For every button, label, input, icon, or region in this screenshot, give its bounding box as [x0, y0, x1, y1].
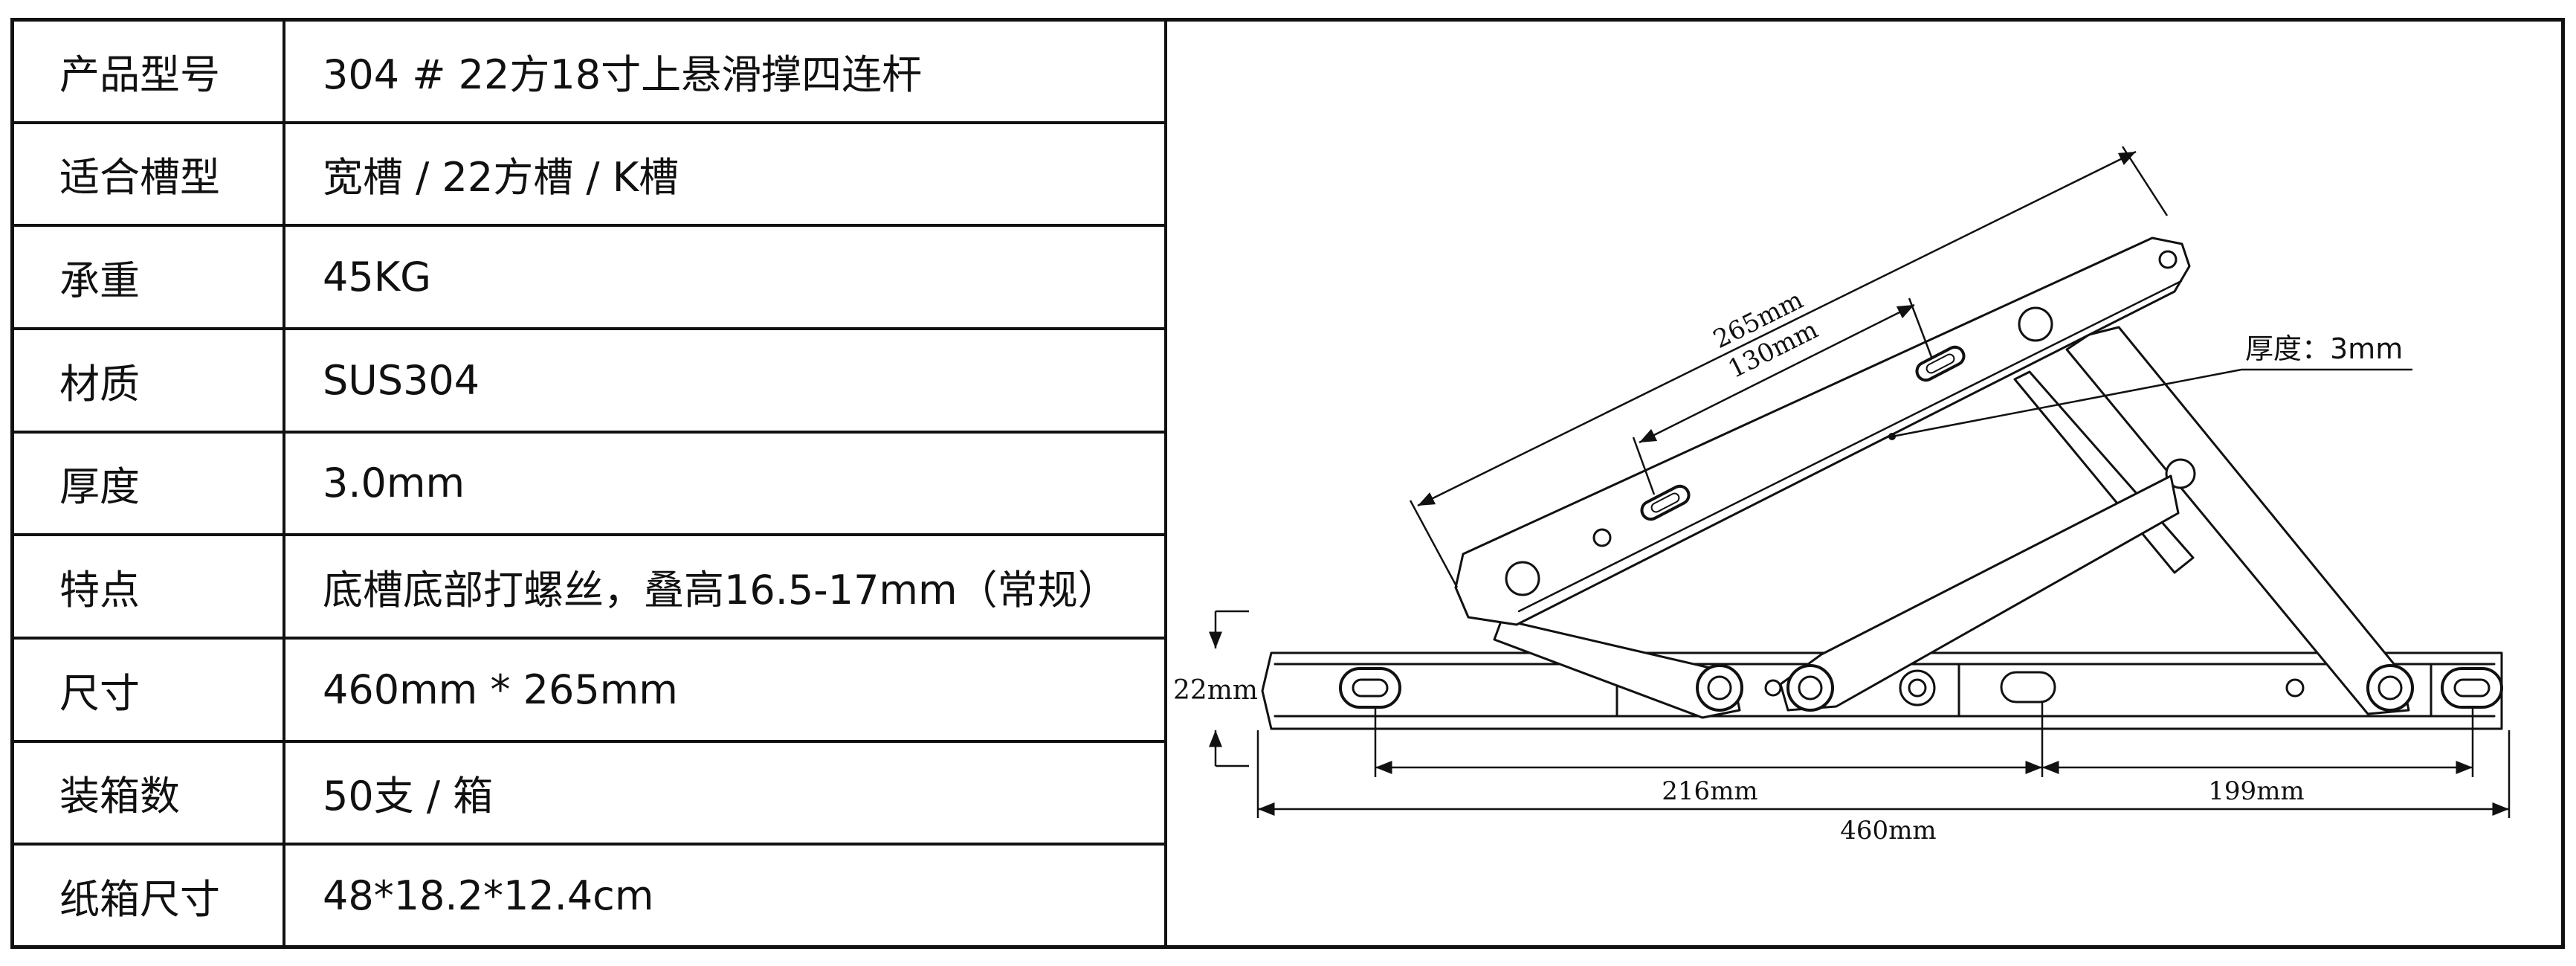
spec-label: 承重 — [10, 224, 285, 330]
table-row: 纸箱尺寸 48*18.2*12.4cm — [10, 843, 1167, 949]
spec-value: SUS304 — [283, 326, 1167, 434]
spec-value: 底槽底部打螺丝，叠高16.5-17mm（常规） — [283, 533, 1167, 640]
dimension-lines — [1209, 146, 2511, 818]
spec-value: 48*18.2*12.4cm — [283, 843, 1167, 949]
spec-label: 尺寸 — [10, 636, 285, 743]
spec-label: 产品型号 — [10, 18, 285, 124]
short-link-left — [1493, 618, 1743, 719]
spec-value: 50支 / 箱 — [283, 739, 1167, 846]
table-row: 厚度 3.0mm — [10, 430, 1167, 537]
spec-label: 材质 — [10, 326, 285, 434]
table-row: 适合槽型 宽槽 / 22方槽 / K槽 — [10, 120, 1167, 228]
spec-label: 纸箱尺寸 — [10, 843, 285, 949]
spec-value: 45KG — [283, 224, 1167, 330]
table-row: 产品型号 304 # 22方18寸上悬滑撑四连杆 — [10, 18, 1167, 124]
spec-value: 3.0mm — [283, 430, 1167, 537]
dim-left-span-label: 216mm — [1662, 776, 1757, 806]
table-row: 尺寸 460mm * 265mm — [10, 636, 1167, 743]
table-row: 特点 底槽底部打螺丝，叠高16.5-17mm（常规） — [10, 533, 1167, 640]
spec-label: 特点 — [10, 533, 285, 640]
spec-value: 宽槽 / 22方槽 / K槽 — [283, 120, 1167, 228]
spec-value: 460mm * 265mm — [283, 636, 1167, 743]
thickness-note: 厚度：3mm — [2245, 332, 2403, 365]
technical-drawing: 265mm 130mm 22mm 216mm 199mm 460mm 厚度：3m… — [1167, 18, 2565, 949]
table-row: 材质 SUS304 — [10, 326, 1167, 434]
spec-label: 装箱数 — [10, 739, 285, 846]
dim-right-span-label: 199mm — [2208, 776, 2304, 806]
spec-label: 适合槽型 — [10, 120, 285, 228]
thickness-leader-dot — [1888, 433, 1896, 440]
dim-height-label: 22mm — [1173, 675, 1258, 706]
spec-label: 厚度 — [10, 430, 285, 537]
spec-table: 产品型号 304 # 22方18寸上悬滑撑四连杆 适合槽型 宽槽 / 22方槽 … — [10, 18, 1167, 949]
hinge-drawing-svg: 265mm 130mm 22mm 216mm 199mm 460mm 厚度：3m… — [1173, 146, 2511, 846]
table-row: 装箱数 50支 / 箱 — [10, 739, 1167, 846]
dim-total-label: 460mm — [1840, 816, 1936, 846]
table-row: 承重 45KG — [10, 224, 1167, 330]
spec-value: 304 # 22方18寸上悬滑撑四连杆 — [283, 18, 1167, 124]
